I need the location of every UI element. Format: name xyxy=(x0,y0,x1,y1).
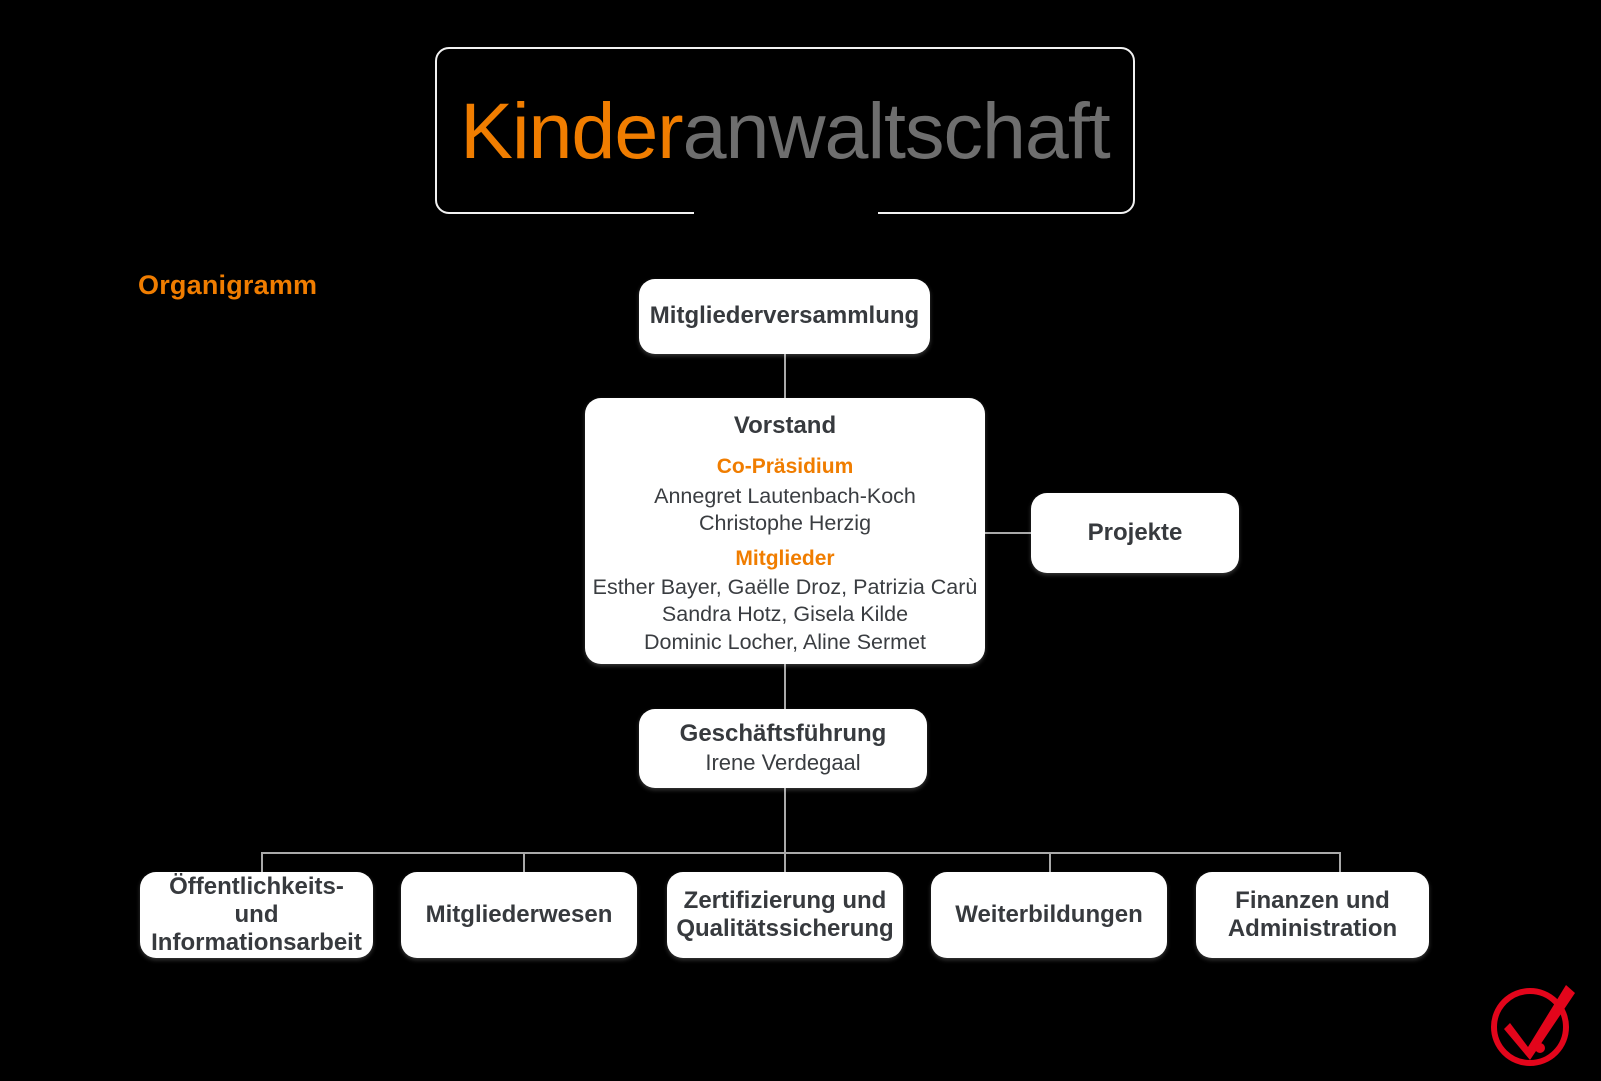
node-vorstand-copraesidium-line-1: Annegret Lautenbach-Koch xyxy=(654,483,916,508)
node-vorstand-mitglieder-line-3: Dominic Locher, Aline Sermet xyxy=(643,629,927,654)
node-projekte-title: Projekte xyxy=(1087,518,1183,546)
connector-bus-zertifizierung xyxy=(784,852,786,873)
connector-mitgliederversammlung-vorstand xyxy=(784,354,786,398)
node-zertifizierung-line-2: Qualitätssicherung xyxy=(676,915,894,942)
connector-bus-mitgliederwesen xyxy=(523,852,525,873)
node-mitgliederversammlung[interactable]: Mitgliederversammlung xyxy=(639,279,930,354)
node-weiterbildungen-line-1: Weiterbildungen xyxy=(955,900,1143,928)
node-geschaeftsfuehrung-subtitle: Irene Verdegaal xyxy=(705,750,861,776)
connector-vorstand-geschaeftsfuehrung xyxy=(784,664,786,709)
node-oeffentlichkeitsarbeit-line-1: Öffentlichkeits- und xyxy=(169,872,344,928)
node-oeffentlichkeitsarbeit-line-2: Informationsarbeit xyxy=(151,929,362,957)
connector-vorstand-projekte xyxy=(985,532,1031,534)
node-finanzen-line-2: Administration xyxy=(1227,915,1398,942)
section-title: Organigramm xyxy=(138,270,318,300)
logo-frame-gap xyxy=(694,210,878,215)
node-vorstand-mitglieder-line-1: Esther Bayer, Gaëlle Droz, Patrizia Carù xyxy=(592,574,978,599)
node-geschaeftsfuehrung-title: Geschäftsführung xyxy=(679,720,887,748)
node-vorstand-copraesidium-heading: Co-Präsidium xyxy=(716,455,854,479)
node-oeffentlichkeitsarbeit[interactable]: Öffentlichkeits- und Informationsarbeit xyxy=(140,872,373,958)
circled-check-mark-icon xyxy=(1491,985,1575,1066)
node-projekte[interactable]: Projekte xyxy=(1031,493,1239,573)
node-mitgliederversammlung-title: Mitgliederversammlung xyxy=(649,302,920,330)
node-geschaeftsfuehrung[interactable]: Geschäftsführung Irene Verdegaal xyxy=(639,709,927,788)
node-finanzen[interactable]: Finanzen und Administration xyxy=(1196,872,1429,958)
node-vorstand-title: Vorstand xyxy=(733,412,837,439)
node-vorstand-mitglieder-heading: Mitglieder xyxy=(735,546,835,570)
logo-word-secondary: anwaltschaft xyxy=(682,86,1111,175)
node-zertifizierung-line-1: Zertifizierung und xyxy=(683,886,887,914)
node-zertifizierung[interactable]: Zertifizierung und Qualitätssicherung xyxy=(667,872,903,958)
node-vorstand[interactable]: Vorstand Co-Präsidium Annegret Lautenbac… xyxy=(585,398,985,664)
connector-geschaeftsfuehrung-bus xyxy=(784,788,786,853)
node-weiterbildungen[interactable]: Weiterbildungen xyxy=(931,872,1167,958)
connector-bus-finanzen xyxy=(1339,852,1341,873)
node-vorstand-mitglieder-line-2: Sandra Hotz, Gisela Kilde xyxy=(661,602,909,627)
node-mitgliederwesen-line-1: Mitgliederwesen xyxy=(425,900,613,928)
node-vorstand-copraesidium-line-2: Christophe Herzig xyxy=(698,511,872,536)
node-mitgliederwesen[interactable]: Mitgliederwesen xyxy=(401,872,637,958)
logo-word-primary: Kinder xyxy=(460,86,683,175)
connector-horizontal-bus xyxy=(261,852,1341,854)
connector-bus-weiterbildungen xyxy=(1049,852,1051,873)
node-finanzen-line-1: Finanzen und xyxy=(1235,886,1390,914)
connector-bus-oeffentlichkeitsarbeit xyxy=(261,852,263,873)
